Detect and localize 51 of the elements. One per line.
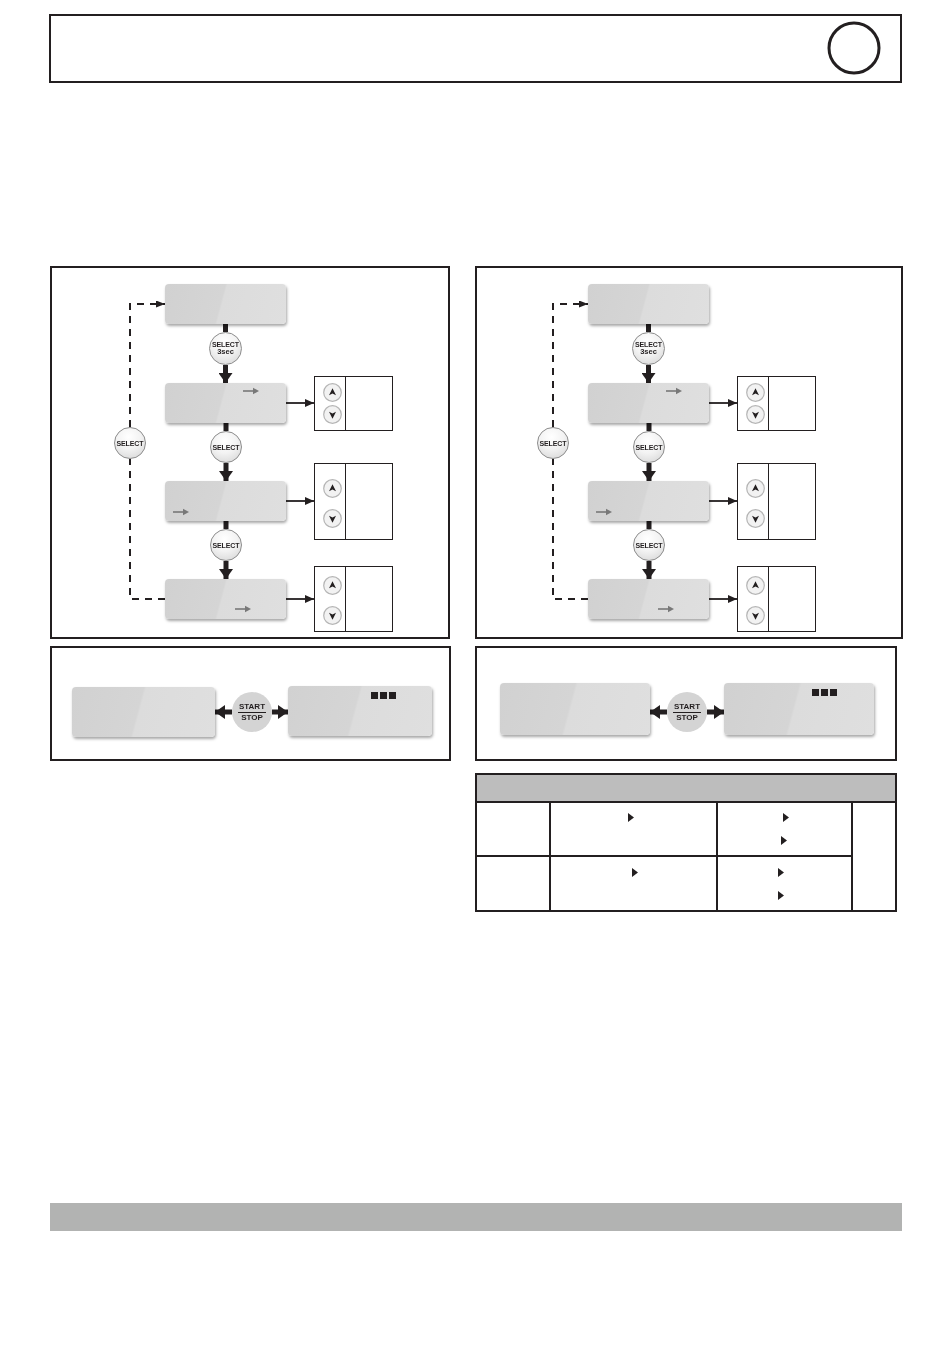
panel-frame xyxy=(50,266,450,639)
arrow xyxy=(285,399,315,407)
arrow xyxy=(650,705,667,719)
lcd-screen xyxy=(165,579,286,619)
connector-line xyxy=(223,324,228,332)
arrow xyxy=(708,497,738,505)
button-panel xyxy=(314,566,393,632)
panel-frame xyxy=(475,266,903,639)
button-panel xyxy=(737,463,816,540)
heading-bar xyxy=(50,1203,902,1231)
panel-frame xyxy=(475,646,897,761)
lcd-screen xyxy=(500,683,650,735)
button-panel xyxy=(737,376,816,431)
arrow xyxy=(642,463,656,481)
connector-line xyxy=(646,324,651,332)
arrow xyxy=(219,561,233,579)
arrow xyxy=(285,595,315,603)
connector-line xyxy=(646,423,652,431)
lcd-screen xyxy=(165,383,286,423)
arrow xyxy=(641,365,656,383)
dashed-arrow xyxy=(129,300,166,428)
arrow xyxy=(642,561,656,579)
push-button: START STOP xyxy=(232,692,272,732)
push-button: START STOP xyxy=(667,692,707,732)
connector-line xyxy=(223,521,229,529)
button-panel xyxy=(314,376,393,431)
lcd-screen xyxy=(165,284,286,324)
panel-frame xyxy=(50,646,451,761)
arrow xyxy=(218,365,233,383)
button-panel xyxy=(737,566,816,632)
lcd-screen xyxy=(588,284,709,324)
lcd-screen xyxy=(588,383,709,423)
lcd-screen xyxy=(72,687,215,737)
lcd-screen xyxy=(588,481,709,521)
arrow xyxy=(708,399,738,407)
dashed-connector-line xyxy=(129,458,166,600)
button-panel xyxy=(314,463,393,540)
arrow xyxy=(215,705,232,719)
dashed-connector-line xyxy=(552,458,589,600)
arrow xyxy=(285,497,315,505)
connector-line xyxy=(223,423,229,431)
arrow xyxy=(708,595,738,603)
arrow xyxy=(707,705,724,719)
dashed-arrow xyxy=(552,300,589,428)
arrow xyxy=(219,463,233,481)
arrow xyxy=(272,705,288,719)
connector-line xyxy=(646,521,652,529)
lcd-screen xyxy=(724,683,874,735)
lcd-screen xyxy=(165,481,286,521)
lcd-screen xyxy=(288,686,432,736)
lcd-screen xyxy=(588,579,709,619)
